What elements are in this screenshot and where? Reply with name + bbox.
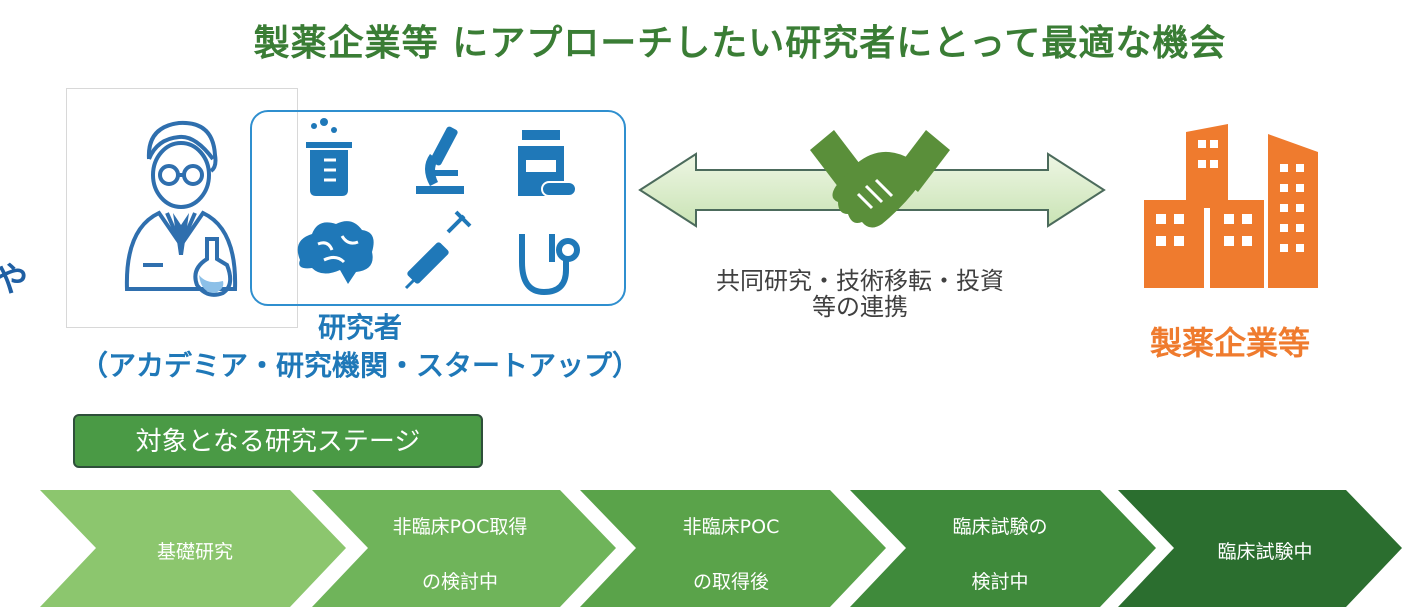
stage-1-label: 基礎研究 [156,541,233,563]
stage-chevron-3 [580,490,886,607]
stage-chevron-5 [1118,490,1402,607]
researcher-subtitle: （アカデミア・研究機関・スタートアップ） [79,349,640,382]
stage-2-line1: 非臨床POC取得 [392,516,528,538]
stage-5-label: 臨床試験中 [1217,541,1313,563]
collaboration-label: 共同研究・技術移転・投資 等の連携 [640,268,1080,320]
stage-3-line1: 非臨床POC [682,516,780,538]
page-title: 製薬企業等 にアプローチしたい研究者にとって最適な機会 [253,23,1227,64]
microscope-icon [416,126,464,194]
stage-chevrons [40,490,1402,607]
cutoff-character: や [0,260,28,300]
stage-chevron-2 [312,490,616,607]
syringe-icon [404,210,472,290]
stethoscope-icon [519,234,580,296]
scientist-icon [124,120,238,297]
collaboration-line2: 等の連携 [812,293,908,321]
stage-chevron-1 [40,490,346,607]
research-tools-panel [250,110,626,306]
research-tools-icons [297,118,580,296]
researcher-label: 研究者 [317,311,402,344]
stage-chevron-4 [850,490,1156,607]
company-label: 製薬企業等 [1149,324,1310,362]
medicine-bottle-icon [518,130,577,197]
handshake-icon [810,130,950,228]
researcher-panel [66,88,298,328]
stage-4-line2: 検討中 [971,571,1029,593]
company-building-icon [1144,124,1318,288]
beaker-icon [306,118,352,196]
stage-header: 対象となる研究ステージ [73,414,483,468]
brain-icon [297,221,374,284]
stage-4-line1: 臨床試験の [952,516,1048,538]
collaboration-line1: 共同研究・技術移転・投資 [716,267,1004,295]
stage-2-line2: の検討中 [421,571,498,593]
stage-3-line2: の取得後 [692,571,769,593]
